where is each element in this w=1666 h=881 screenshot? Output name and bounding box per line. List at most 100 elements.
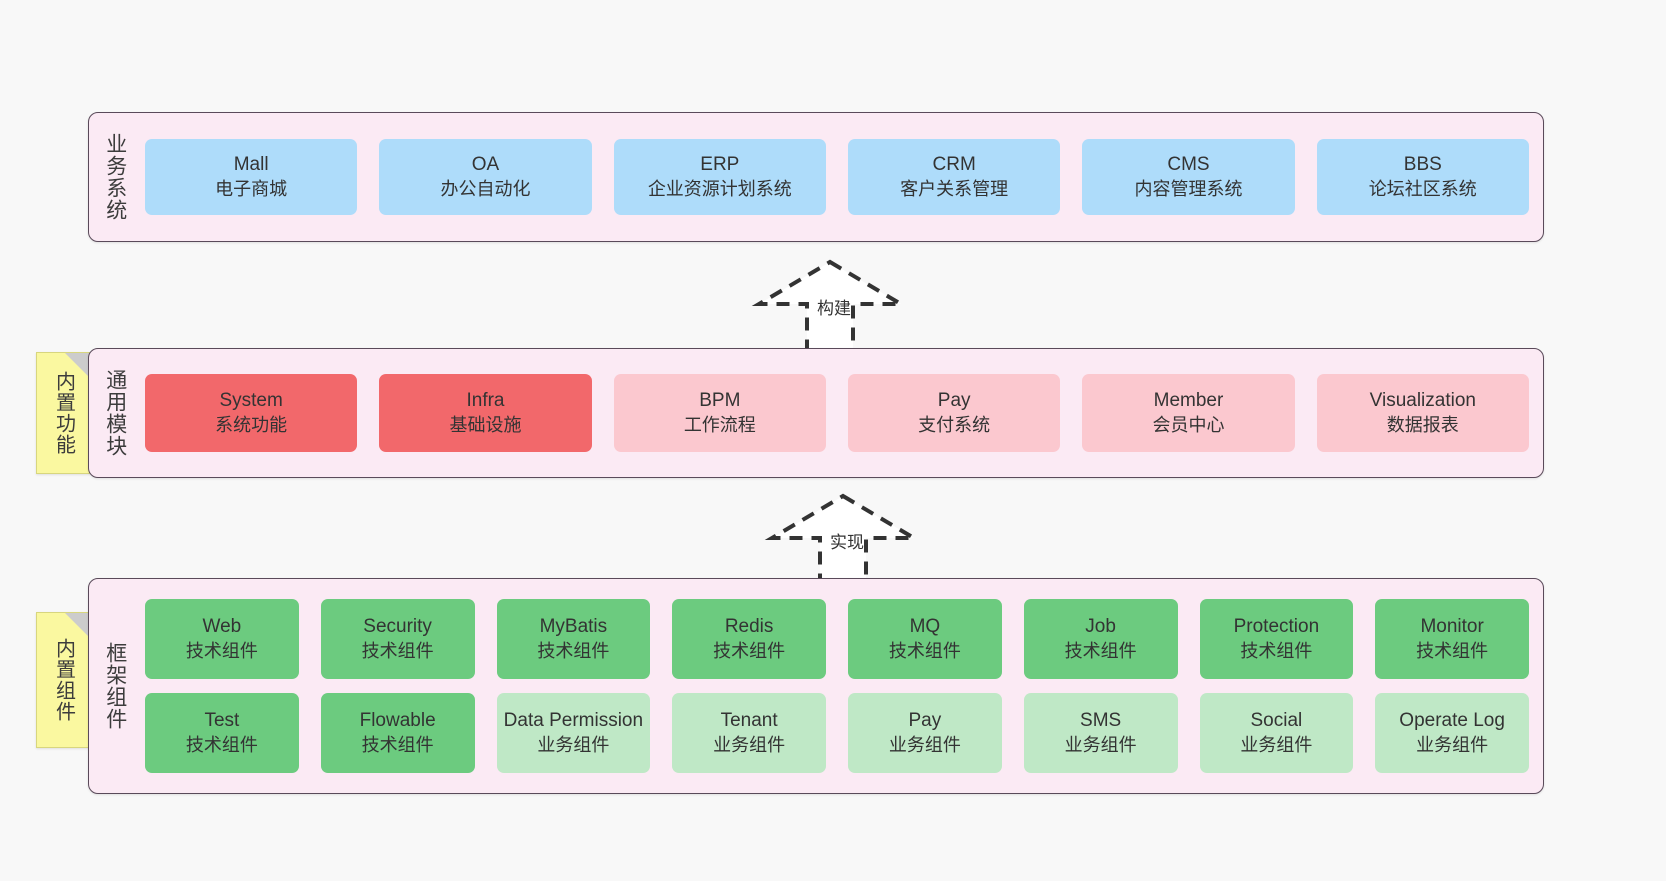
- card-subtitle: 技术组件: [1064, 640, 1137, 661]
- layer-framework-body: Web 技术组件 Security 技术组件 MyBatis 技术组件 Redi…: [141, 579, 1543, 793]
- business-card-bbs[interactable]: BBS 论坛社区系统: [1316, 139, 1529, 215]
- card-subtitle: 数据报表: [1386, 414, 1459, 435]
- module-card-infra[interactable]: Infra 基础设施: [379, 374, 592, 452]
- card-title: Protection: [1233, 615, 1320, 637]
- note-fold-icon: [65, 353, 89, 377]
- layer-framework-components: 框架组件 Web 技术组件 Security 技术组件 MyBatis 技术组件…: [88, 578, 1544, 794]
- framework-row-business: Test 技术组件 Flowable 技术组件 Data Permission …: [145, 693, 1529, 773]
- card-subtitle: 工作流程: [683, 414, 756, 435]
- component-card-sms[interactable]: SMS 业务组件: [1023, 693, 1178, 773]
- arrow-build-label: 构建: [817, 299, 851, 318]
- card-title: Member: [1153, 389, 1224, 411]
- card-subtitle: 技术组件: [361, 640, 434, 661]
- card-title: MQ: [909, 615, 941, 637]
- card-title: BBS: [1403, 153, 1442, 175]
- card-title: Visualization: [1369, 389, 1476, 411]
- card-subtitle: 支付系统: [918, 414, 991, 435]
- layer-business-systems: 业务系统 Mall 电子商城 OA 办公自动化 ERP 企业资源计划系统 CRM…: [88, 112, 1544, 242]
- card-title: Tenant: [720, 709, 778, 731]
- component-card-operate-log[interactable]: Operate Log 业务组件: [1375, 693, 1529, 773]
- component-card-protection[interactable]: Protection 技术组件: [1199, 599, 1354, 679]
- card-title: Web: [202, 615, 242, 637]
- card-title: OA: [471, 153, 500, 175]
- card-subtitle: 内容管理系统: [1134, 178, 1243, 199]
- card-subtitle: 技术组件: [1416, 640, 1489, 661]
- card-subtitle: 业务组件: [1240, 734, 1313, 755]
- layer-business-body: Mall 电子商城 OA 办公自动化 ERP 企业资源计划系统 CRM 客户关系…: [141, 113, 1543, 241]
- card-subtitle: 办公自动化: [440, 178, 531, 199]
- business-row: Mall 电子商城 OA 办公自动化 ERP 企业资源计划系统 CRM 客户关系…: [145, 139, 1529, 215]
- component-card-mybatis[interactable]: MyBatis 技术组件: [496, 599, 651, 679]
- note-fold-icon: [65, 613, 89, 637]
- card-subtitle: 技术组件: [185, 734, 258, 755]
- card-subtitle: 业务组件: [1416, 734, 1489, 755]
- card-title: Job: [1085, 615, 1116, 637]
- card-title: Pay: [937, 389, 971, 411]
- card-subtitle: 系统功能: [215, 414, 288, 435]
- component-card-redis[interactable]: Redis 技术组件: [672, 599, 826, 679]
- component-card-pay[interactable]: Pay 业务组件: [848, 693, 1002, 773]
- module-card-pay[interactable]: Pay 支付系统: [847, 374, 1061, 452]
- card-title: Operate Log: [1399, 709, 1505, 731]
- module-card-system[interactable]: System 系统功能: [145, 374, 358, 452]
- framework-row-technical: Web 技术组件 Security 技术组件 MyBatis 技术组件 Redi…: [145, 599, 1529, 679]
- card-title: Social: [1250, 709, 1303, 731]
- modules-row: System 系统功能 Infra 基础设施 BPM 工作流程 Pay 支付系统…: [145, 374, 1529, 452]
- card-subtitle: 业务组件: [537, 734, 610, 755]
- component-card-security[interactable]: Security 技术组件: [320, 599, 475, 679]
- card-title: Infra: [466, 389, 505, 411]
- card-subtitle: 技术组件: [888, 640, 961, 661]
- card-title: CRM: [932, 153, 976, 175]
- card-title: Mall: [233, 153, 269, 175]
- card-title: Test: [204, 709, 240, 731]
- card-subtitle: 基础设施: [449, 414, 522, 435]
- component-card-test[interactable]: Test 技术组件: [145, 693, 299, 773]
- note-label: 内置功能: [52, 371, 75, 455]
- component-card-data-permission[interactable]: Data Permission 业务组件: [496, 693, 651, 773]
- card-subtitle: 会员中心: [1152, 414, 1225, 435]
- uml-arrow-implement: 实现: [764, 492, 922, 586]
- business-card-oa[interactable]: OA 办公自动化: [379, 139, 592, 215]
- component-card-social[interactable]: Social 业务组件: [1199, 693, 1354, 773]
- card-subtitle: 技术组件: [361, 734, 434, 755]
- business-card-crm[interactable]: CRM 客户关系管理: [847, 139, 1061, 215]
- component-card-tenant[interactable]: Tenant 业务组件: [672, 693, 826, 773]
- business-card-mall[interactable]: Mall 电子商城: [145, 139, 358, 215]
- card-title: Data Permission: [503, 709, 644, 731]
- component-card-web[interactable]: Web 技术组件: [145, 599, 299, 679]
- module-card-visualization[interactable]: Visualization 数据报表: [1316, 374, 1529, 452]
- card-subtitle: 电子商城: [215, 178, 288, 199]
- card-title: System: [219, 389, 283, 411]
- layer-business-title: 业务系统: [103, 133, 127, 221]
- card-subtitle: 业务组件: [1064, 734, 1137, 755]
- business-card-cms[interactable]: CMS 内容管理系统: [1082, 139, 1295, 215]
- card-subtitle: 业务组件: [888, 734, 961, 755]
- card-title: Monitor: [1420, 615, 1484, 637]
- card-title: Flowable: [359, 709, 436, 731]
- uml-arrow-build: 构建: [751, 258, 909, 352]
- layer-common-modules: 通用模块 System 系统功能 Infra 基础设施 BPM 工作流程 Pay…: [88, 348, 1544, 478]
- component-card-mq[interactable]: MQ 技术组件: [848, 599, 1002, 679]
- card-title: Pay: [908, 709, 942, 731]
- card-subtitle: 论坛社区系统: [1368, 178, 1477, 199]
- card-subtitle: 技术组件: [537, 640, 610, 661]
- note-builtin-functions: 内置功能: [36, 352, 90, 474]
- module-card-member[interactable]: Member 会员中心: [1082, 374, 1295, 452]
- card-title: SMS: [1080, 709, 1122, 731]
- component-card-job[interactable]: Job 技术组件: [1023, 599, 1178, 679]
- card-title: Redis: [724, 615, 774, 637]
- card-title: MyBatis: [539, 615, 608, 637]
- card-title: Security: [363, 615, 432, 637]
- card-subtitle: 技术组件: [1240, 640, 1313, 661]
- business-card-erp[interactable]: ERP 企业资源计划系统: [613, 139, 826, 215]
- card-title: BPM: [699, 389, 741, 411]
- card-title: ERP: [700, 153, 740, 175]
- layer-modules-body: System 系统功能 Infra 基础设施 BPM 工作流程 Pay 支付系统…: [141, 349, 1543, 477]
- card-subtitle: 企业资源计划系统: [647, 178, 792, 199]
- module-card-bpm[interactable]: BPM 工作流程: [613, 374, 826, 452]
- card-title: CMS: [1167, 153, 1210, 175]
- component-card-flowable[interactable]: Flowable 技术组件: [320, 693, 475, 773]
- component-card-monitor[interactable]: Monitor 技术组件: [1375, 599, 1529, 679]
- card-subtitle: 技术组件: [185, 640, 258, 661]
